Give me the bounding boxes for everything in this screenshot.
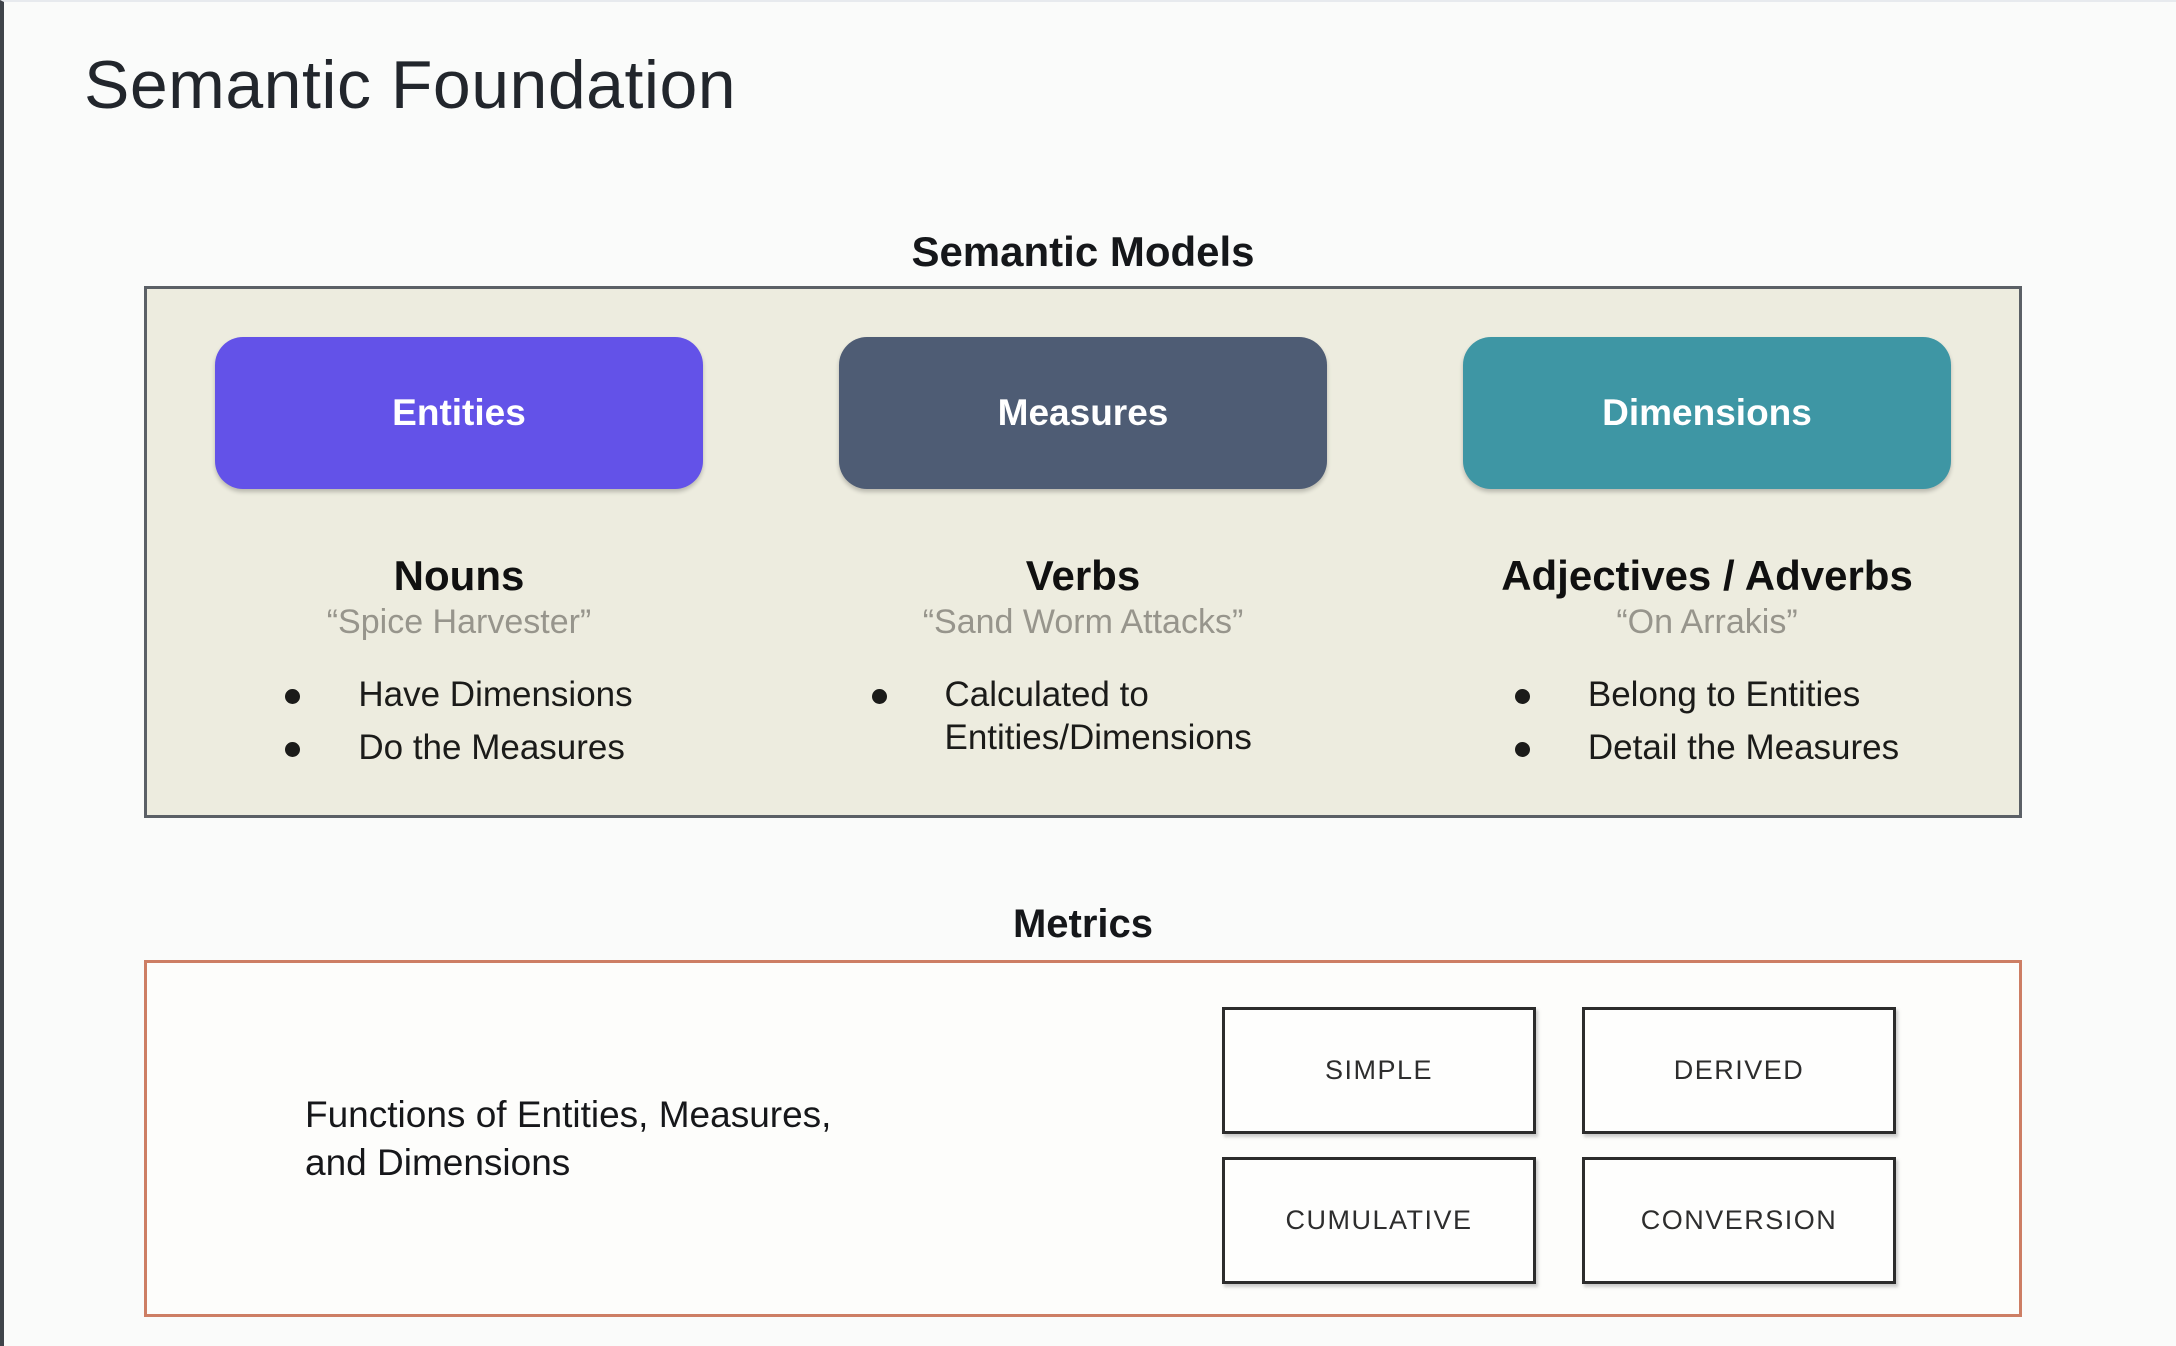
bullet-icon [285,689,301,705]
metric-type-cumulative: CUMULATIVE [1222,1157,1536,1284]
metric-type-simple: SIMPLE [1222,1007,1536,1134]
measures-pill: Measures [839,337,1327,489]
dimensions-bullet-list: Belong to Entities Detail the Measures [1514,674,1900,779]
bullet-text: Calculated to Entities/Dimensions [944,675,1252,757]
measures-part-of-speech: Verbs [1025,552,1141,599]
metrics-description: Functions of Entities, Measures, and Dim… [305,1090,831,1186]
bullet-icon [871,689,887,705]
metric-types-grid: SIMPLE DERIVED CUMULATIVE CONVERSION [1222,1007,1896,1284]
bullet-text: Have Dimensions [358,675,633,715]
entities-pill: Entities [215,337,703,489]
dimensions-part-of-speech: Adjectives / Adverbs [1501,552,1913,599]
bullet-icon [285,741,301,757]
model-column-measures: Measures Verbs “Sand Worm Attacks” Calcu… [771,289,1395,815]
entities-example-quote: “Spice Harvester” [326,603,592,642]
metric-type-conversion: CONVERSION [1582,1157,1896,1284]
model-column-dimensions: Dimensions Adjectives / Adverbs “On Arra… [1395,289,2019,815]
metric-type-label: DERIVED [1673,1055,1805,1085]
bullet-icon [1514,689,1530,705]
list-item: Calculated to Entities/Dimensions [871,674,1295,759]
entities-part-of-speech: Nouns [393,552,525,599]
metrics-heading: Metrics [1012,902,1154,946]
measures-example-quote: “Sand Worm Attacks” [922,603,1244,642]
model-column-entities: Entities Nouns “Spice Harvester” Have Di… [147,289,771,815]
dimensions-pill: Dimensions [1463,337,1951,489]
metric-type-label: CUMULATIVE [1285,1205,1473,1235]
bullet-icon [1514,741,1530,757]
bullet-text: Belong to Entities [1587,675,1861,715]
semantic-models-heading: Semantic Models [911,228,1255,275]
metrics-panel: Functions of Entities, Measures, and Dim… [144,960,2022,1317]
bullet-text: Detail the Measures [1587,727,1900,767]
list-item: Detail the Measures [1514,727,1900,770]
metrics-description-line: and Dimensions [305,1141,571,1183]
entities-bullet-list: Have Dimensions Do the Measures [285,674,633,779]
metric-type-derived: DERIVED [1582,1007,1896,1134]
metric-type-label: SIMPLE [1324,1055,1434,1085]
metrics-description-line: Functions of Entities, Measures, [305,1093,832,1135]
metric-type-label: CONVERSION [1640,1205,1838,1235]
list-item: Do the Measures [285,727,632,770]
list-item: Belong to Entities [1514,674,1899,717]
dimensions-example-quote: “On Arrakis” [1616,603,1798,642]
measures-bullet-list: Calculated to Entities/Dimensions [871,674,1295,769]
list-item: Have Dimensions [285,674,633,717]
semantic-models-panel: Entities Nouns “Spice Harvester” Have Di… [144,286,2022,818]
bullet-text: Do the Measures [358,727,625,767]
page-title: Semantic Foundation [84,47,737,123]
